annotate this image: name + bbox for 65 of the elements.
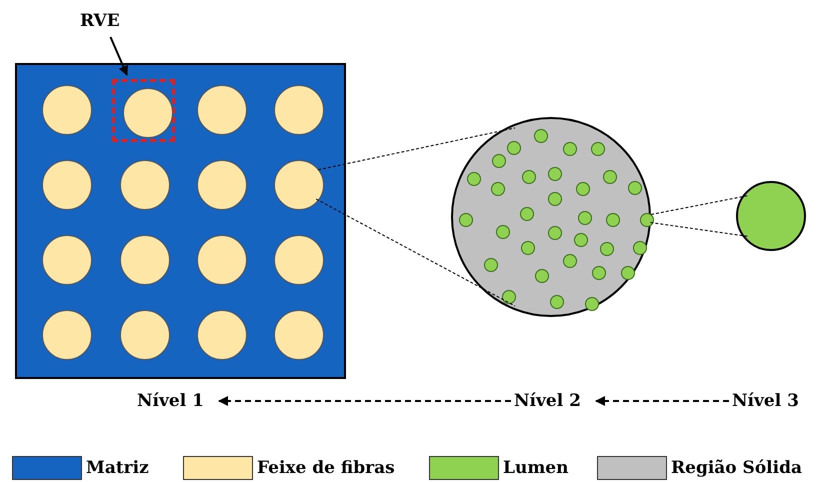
lumen-dot bbox=[492, 154, 506, 168]
lumen-dot bbox=[496, 225, 510, 239]
lumen-dot bbox=[591, 142, 605, 156]
dashed-arrow bbox=[218, 396, 511, 406]
leader-arrow bbox=[110, 36, 128, 76]
fiber-bundle-circle bbox=[197, 310, 247, 360]
fiber-bundle-circle bbox=[42, 85, 92, 135]
zoom-line bbox=[650, 222, 748, 237]
fiber-bundle-circle bbox=[120, 160, 170, 210]
lumen-dot bbox=[606, 213, 620, 227]
level-label: Nível 2 bbox=[514, 390, 594, 412]
fiber-bundle-circle bbox=[274, 235, 324, 285]
matrix-square bbox=[15, 63, 346, 379]
lumen-dot bbox=[585, 297, 599, 311]
fiber-bundle-circle bbox=[274, 160, 324, 210]
lumen-dot bbox=[563, 142, 577, 156]
lumen-dot bbox=[534, 129, 548, 143]
lumen-dot bbox=[484, 258, 498, 272]
zoom-line bbox=[316, 198, 516, 306]
level-label: Nível 3 bbox=[732, 390, 812, 412]
lumen-dot bbox=[548, 167, 562, 181]
level-label: Nível 1 bbox=[137, 390, 217, 412]
legend-label: Feixe de fibras bbox=[257, 457, 395, 479]
fiber-bundle-circle bbox=[197, 85, 247, 135]
lumen-dot bbox=[550, 295, 564, 309]
zoom-line bbox=[650, 195, 748, 215]
lumen-dot bbox=[521, 241, 535, 255]
lumen-dot bbox=[520, 207, 534, 221]
lumen-dot bbox=[459, 213, 473, 227]
lumen-dot bbox=[535, 269, 549, 283]
fiber-bundle-circle bbox=[274, 310, 324, 360]
fiber-bundle-circle bbox=[42, 160, 92, 210]
lumen-dot bbox=[522, 170, 536, 184]
lumen-dot bbox=[491, 182, 505, 196]
fiber-bundle-circle bbox=[120, 235, 170, 285]
lumen-dot bbox=[600, 242, 614, 256]
fiber-bundle-circle bbox=[123, 88, 173, 138]
lumen-dot bbox=[628, 181, 642, 195]
fiber-bundle-circle bbox=[274, 85, 324, 135]
lumen-dot bbox=[603, 170, 617, 184]
dashed-arrow bbox=[595, 396, 729, 406]
zoom-line bbox=[318, 128, 516, 170]
legend-label: Matriz bbox=[86, 457, 149, 479]
fiber-bundle-circle bbox=[42, 235, 92, 285]
lumen-dot bbox=[574, 233, 588, 247]
legend-label: Lumen bbox=[503, 457, 568, 479]
lumen-dot bbox=[621, 266, 635, 280]
rve-box bbox=[112, 79, 175, 142]
lumen-dot bbox=[502, 290, 516, 304]
lumen-dot bbox=[578, 211, 592, 225]
lumen-dot bbox=[507, 141, 521, 155]
lumen-dot bbox=[640, 213, 654, 227]
lumen-dot bbox=[563, 254, 577, 268]
fiber-bundle-circle bbox=[120, 310, 170, 360]
lumen-dot bbox=[467, 172, 481, 186]
fiber-bundle-circle bbox=[197, 160, 247, 210]
rve-label: RVE bbox=[80, 10, 128, 34]
fiber-bundle-circle bbox=[197, 235, 247, 285]
fiber-bundle-circle bbox=[42, 310, 92, 360]
lumen-dot bbox=[592, 266, 606, 280]
legend-label: Região Sólida bbox=[671, 457, 802, 479]
lumen-dot bbox=[576, 182, 590, 196]
lumen-dot bbox=[633, 241, 647, 255]
lumen-dot bbox=[548, 226, 562, 240]
lumen-dot bbox=[548, 192, 562, 206]
